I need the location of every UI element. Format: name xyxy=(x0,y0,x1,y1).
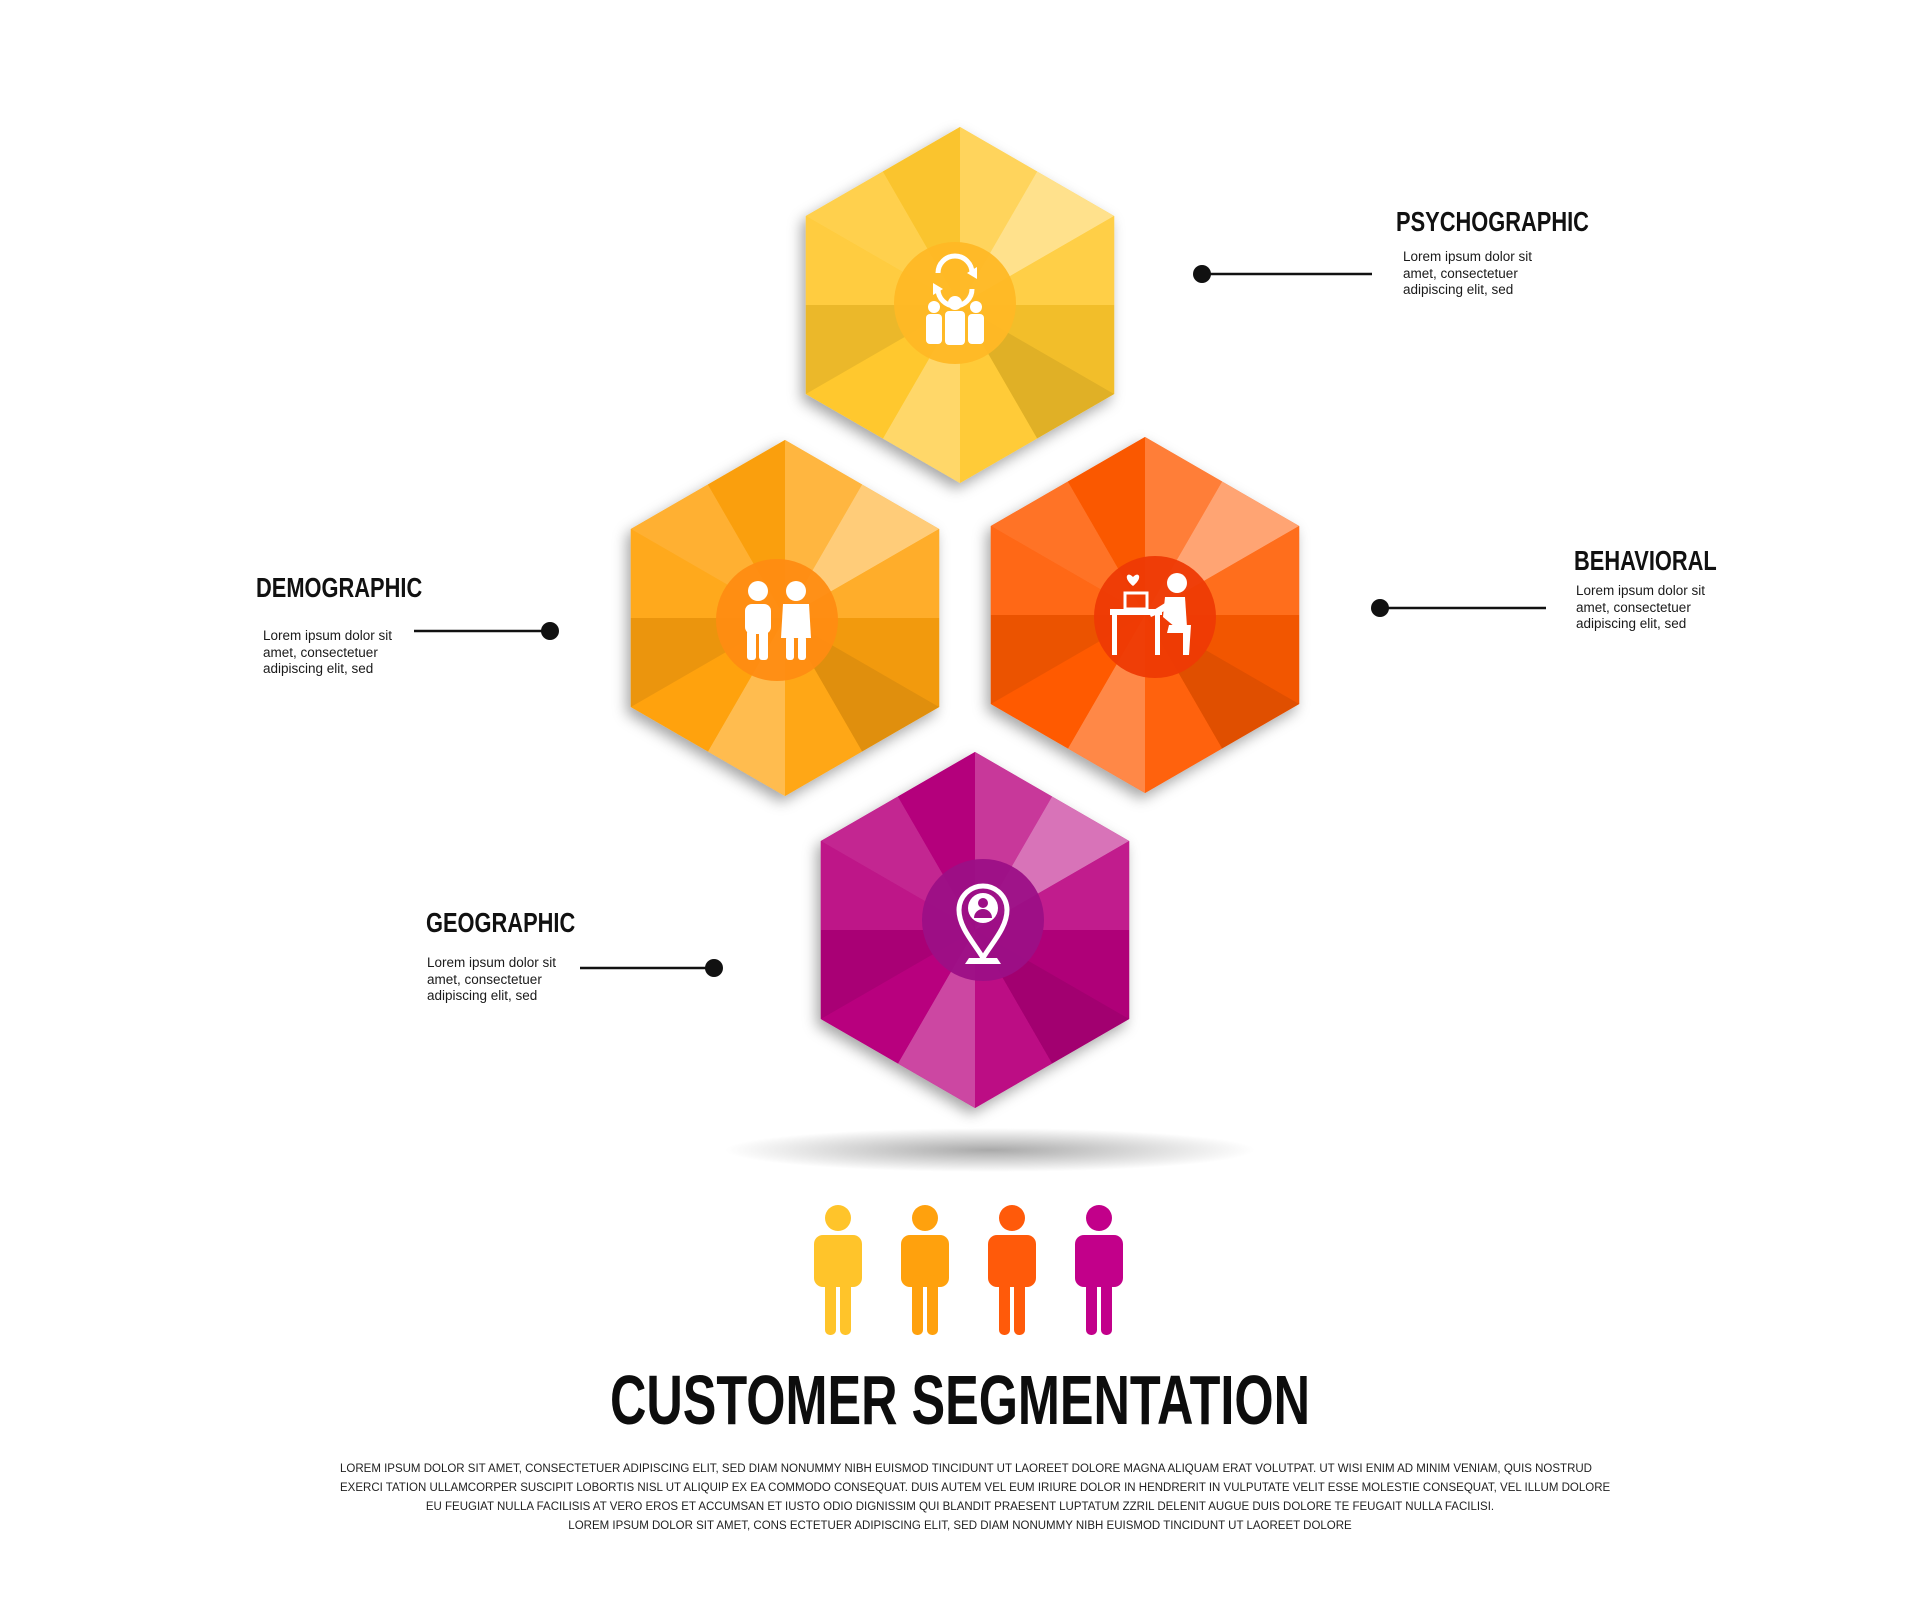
footer-line: eu feugiat nulla facilisis at vero eros … xyxy=(425,1501,1495,1513)
footer-line: exerci tation ullamcorper suscipit lobor… xyxy=(340,1482,1611,1494)
couple-icon xyxy=(745,581,811,660)
segment-title-demographic: DEMOGRAPHIC xyxy=(256,572,423,603)
icon-circle-psychographic xyxy=(894,242,1016,364)
segment-title-behavioral: BEHAVIORAL xyxy=(1574,545,1717,576)
icon-circle-geographic xyxy=(922,859,1044,981)
person-icon xyxy=(814,1205,862,1335)
hexagon-facet xyxy=(960,216,1115,305)
connector-geographic xyxy=(580,959,723,977)
footer-line: Lorem ipsum dolor sit amet, cons ectetue… xyxy=(568,1520,1352,1532)
hexagon-facet xyxy=(1145,615,1300,704)
hexagon-facet xyxy=(960,305,1115,394)
connector-demographic xyxy=(414,622,559,640)
hexagon-facet xyxy=(990,526,1145,615)
people-cycle-icon xyxy=(926,253,984,345)
footer-line: Lorem ipsum dolor sit amet, consectetuer… xyxy=(340,1463,1592,1475)
segment-title-geographic: GEOGRAPHIC xyxy=(426,907,576,938)
connector-psychographic xyxy=(1193,265,1372,283)
page-title: CUSTOMER SEGMENTATION xyxy=(609,1361,1311,1439)
location-pin-person-icon xyxy=(956,883,1010,964)
hexagon-facet xyxy=(1145,526,1300,615)
segment-desc-geographic: Lorem ipsum dolor sit amet, consectetuer… xyxy=(427,955,557,1003)
footer-paragraph: Lorem ipsum dolor sit amet, consectetuer… xyxy=(340,1460,1611,1536)
person-at-desk-icon xyxy=(1110,573,1191,655)
person-icon xyxy=(901,1205,949,1335)
segment-desc-behavioral: Lorem ipsum dolor sit amet, consectetuer… xyxy=(1576,583,1706,631)
people-row xyxy=(814,1205,1123,1335)
segment-desc-demographic: Lorem ipsum dolor sit amet, consectetuer… xyxy=(263,628,393,676)
hexagon-facet xyxy=(975,930,1130,1019)
hexagon-facet xyxy=(975,841,1130,930)
segment-title-psychographic: PSYCHOGRAPHIC xyxy=(1396,206,1589,237)
person-icon xyxy=(988,1205,1036,1335)
ground-shadow xyxy=(725,1128,1255,1172)
hexagon-facet xyxy=(990,615,1145,704)
person-icon xyxy=(1075,1205,1123,1335)
hexagon-facet xyxy=(820,930,975,1064)
segment-desc-psychographic: Lorem ipsum dolor sit amet, consectetuer… xyxy=(1403,249,1533,297)
connector-behavioral xyxy=(1371,599,1546,617)
icon-circle-behavioral xyxy=(1094,556,1216,678)
icon-circle-demographic xyxy=(716,559,838,681)
